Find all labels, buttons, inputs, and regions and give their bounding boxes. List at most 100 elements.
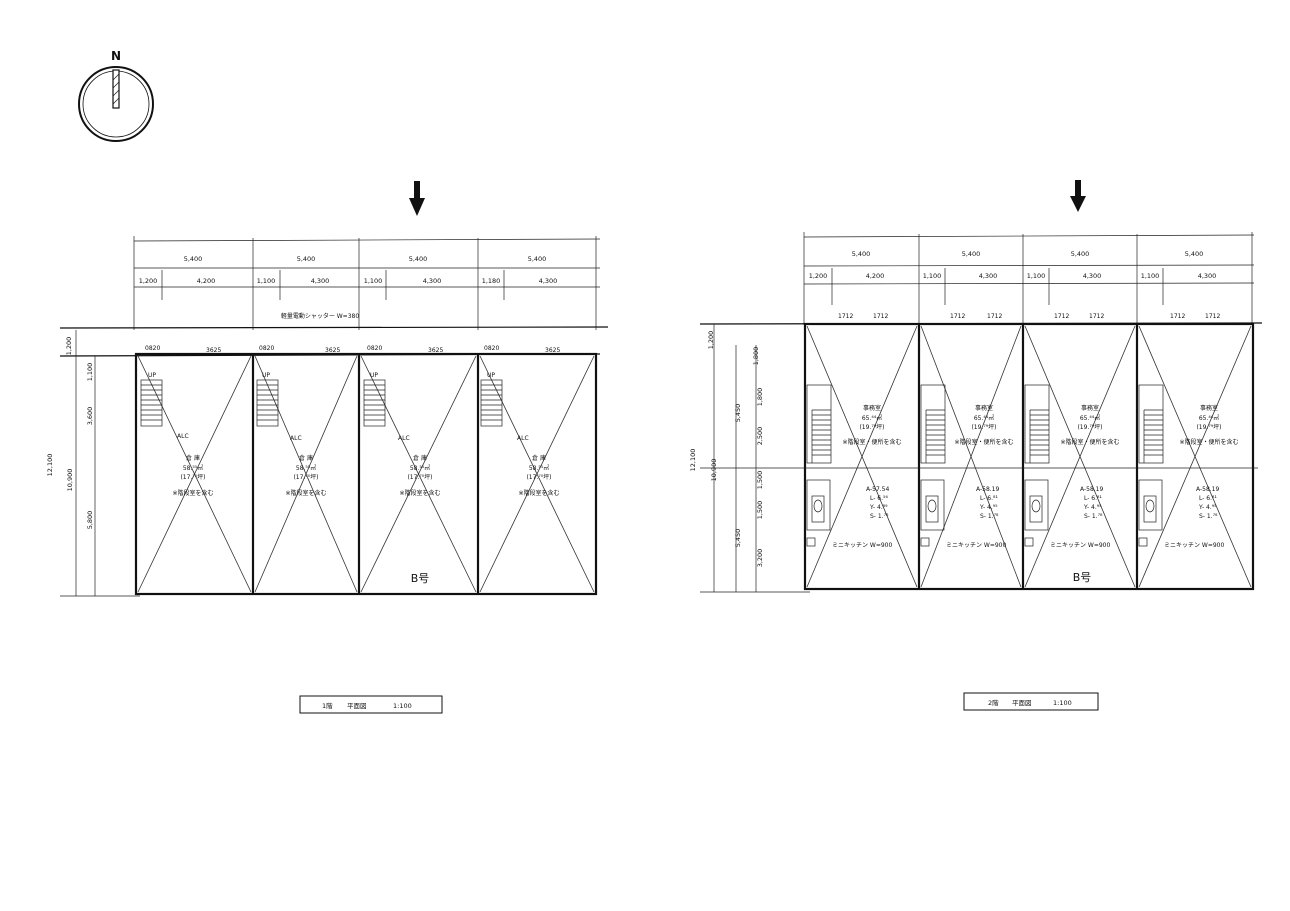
dim-left: 1,800 (756, 388, 764, 407)
dim-left: 1,100 (86, 363, 94, 382)
stair-toilet-3 (1024, 384, 1050, 547)
grid-1712: 1712 (1054, 313, 1069, 320)
grid-1712: 1712 (1170, 313, 1185, 320)
alc-label: ALC (177, 433, 189, 440)
dim-sub: 1,200 (809, 272, 828, 280)
dim-left-total: 12,100 (46, 454, 54, 477)
svg-text:A-58.19: A-58.19 (1080, 486, 1103, 493)
grid-1712: 1712 (838, 313, 853, 320)
svg-text:S- 1.⁷⁸: S- 1.⁷⁸ (980, 513, 999, 520)
svg-text:ミニキッチン W=900: ミニキッチン W=900 (1050, 542, 1111, 549)
grid-1712: 1712 (1089, 313, 1104, 320)
door-label: 0820 (367, 345, 382, 352)
room-label-3: 事務室 65.⁴⁴㎡ (19.⁷⁹坪) ※階段室・便所を含む A-58.19 L… (1050, 404, 1120, 549)
dim-left: 5,450 (734, 529, 742, 548)
svg-text:(19.⁷⁹坪): (19.⁷⁹坪) (971, 423, 996, 431)
room-label-2: 倉 庫 58.⁵⁵㎡ (17.⁷⁰坪) ※階段室を含む (285, 454, 326, 497)
dim-sub: 1,200 (139, 277, 158, 285)
svg-text:58.⁵⁵㎡: 58.⁵⁵㎡ (183, 464, 203, 472)
north-compass: N (78, 49, 154, 142)
dim-left: 5,450 (734, 404, 742, 423)
dim-top-3: 5,400 (409, 255, 428, 263)
svg-text:(19.⁷⁹坪): (19.⁷⁹坪) (859, 423, 884, 431)
dim-left: 2,500 (756, 427, 764, 446)
floor2-title-box: 2階 平面図 1:100 (963, 692, 1099, 711)
dim-sub: 1,100 (257, 277, 276, 285)
dim-sub: 4,300 (423, 277, 442, 285)
entrance-arrow-icon (409, 181, 425, 216)
svg-text:(17.⁷⁰坪): (17.⁷⁰坪) (526, 473, 551, 481)
svg-text:65.⁴⁴㎡: 65.⁴⁴㎡ (974, 414, 994, 422)
unit-b-label: B号 (411, 572, 430, 585)
dim-sub: 4,300 (1083, 272, 1102, 280)
svg-text:(19.⁷⁹坪): (19.⁷⁹坪) (1077, 423, 1102, 431)
dim-sub: 4,300 (311, 277, 330, 285)
floor1-plan: 5,400 5,400 5,400 5,400 1,200 4,200 1,10… (46, 236, 609, 714)
stair-toilet-2 (920, 384, 946, 547)
grid-1712: 1712 (950, 313, 965, 320)
svg-text:ミニキッチン W=900: ミニキッチン W=900 (1164, 542, 1225, 549)
floor2-plan: 5,400 5,400 5,400 5,400 1,200 4,200 1,10… (689, 232, 1263, 711)
door-label: 0820 (259, 345, 274, 352)
dim-top-4: 5,400 (528, 255, 547, 263)
svg-text:1:100: 1:100 (1053, 699, 1072, 707)
room-label-4: 事務室 65.⁴⁴㎡ (19.⁷⁹坪) ※階段室・便所を含む A-58.19 L… (1164, 404, 1239, 549)
stair-toilet-4 (1138, 384, 1164, 547)
svg-text:1:100: 1:100 (393, 702, 412, 710)
north-label: N (111, 49, 121, 63)
dim-sub: 1,100 (1141, 272, 1160, 280)
svg-text:1階: 1階 (322, 701, 333, 710)
dim-top-3: 5,400 (1071, 250, 1090, 258)
svg-text:A-58.19: A-58.19 (976, 486, 999, 493)
svg-text:L- 6.⁸¹: L- 6.⁸¹ (1199, 495, 1217, 502)
dim-top-2: 5,400 (297, 255, 316, 263)
alc-label: ALC (398, 435, 410, 442)
svg-text:事務室: 事務室 (1200, 404, 1218, 412)
svg-text:倉 庫: 倉 庫 (186, 454, 200, 462)
dim-left: 1,500 (756, 471, 764, 490)
svg-text:倉 庫: 倉 庫 (532, 454, 546, 462)
dim-left: 1,200 (707, 331, 715, 350)
dim-3625: 3625 (325, 347, 340, 354)
svg-text:58.⁵⁵㎡: 58.⁵⁵㎡ (296, 464, 316, 472)
room-label-4: 倉 庫 58.⁵⁵㎡ (17.⁷⁰坪) ※階段室を含む (518, 454, 559, 497)
svg-text:※階段室・便所を含む: ※階段室・便所を含む (1179, 438, 1238, 446)
svg-text:倉 庫: 倉 庫 (413, 454, 427, 462)
stair-4 (480, 379, 503, 427)
dim-sub: 1,180 (482, 277, 501, 285)
svg-text:(17.⁷⁰坪): (17.⁷⁰坪) (293, 473, 318, 481)
up-label: UP (262, 372, 270, 379)
unit-b-label: B号 (1073, 571, 1092, 584)
up-label: UP (148, 372, 156, 379)
dim-sub: 4,300 (1198, 272, 1217, 280)
dim-3625: 3625 (206, 347, 221, 354)
svg-text:平面図: 平面図 (1012, 699, 1032, 707)
svg-text:事務室: 事務室 (975, 404, 993, 412)
svg-text:事務室: 事務室 (1081, 404, 1099, 412)
dim-3625: 3625 (545, 347, 560, 354)
entrance-arrow-icon (1070, 180, 1086, 212)
svg-text:Y- 4.⁹⁵: Y- 4.⁹⁵ (979, 504, 998, 511)
svg-text:Y- 4.⁸⁹: Y- 4.⁸⁹ (869, 504, 888, 511)
alc-label: ALC (517, 435, 529, 442)
up-label: UP (487, 372, 495, 379)
svg-text:ミニキッチン W=900: ミニキッチン W=900 (946, 542, 1007, 549)
grid-1712: 1712 (987, 313, 1002, 320)
svg-text:65.⁴⁴㎡: 65.⁴⁴㎡ (1199, 414, 1219, 422)
room-label-1: 事務室 65.⁴⁴㎡ (19.⁷⁹坪) ※階段室・便所を含む A-57.54 L… (832, 404, 902, 549)
svg-text:65.⁴⁴㎡: 65.⁴⁴㎡ (1080, 414, 1100, 422)
dim-left: 1,200 (65, 337, 73, 356)
room-label-3: 倉 庫 58.⁵⁵㎡ (17.⁷⁰坪) ※階段室を含む (399, 454, 440, 497)
svg-text:A-57.54: A-57.54 (866, 486, 889, 493)
dim-3625: 3625 (428, 347, 443, 354)
svg-text:L- 6.⁵⁶: L- 6.⁵⁶ (870, 495, 888, 502)
svg-text:L- 6.⁸¹: L- 6.⁸¹ (980, 495, 998, 502)
door-label: 0820 (484, 345, 499, 352)
svg-text:※階段室・便所を含む: ※階段室・便所を含む (1060, 438, 1119, 446)
dim-left: 5,800 (86, 511, 94, 530)
dim-left-total: 12,100 (689, 449, 697, 472)
svg-text:Y- 4.⁹⁵: Y- 4.⁹⁵ (1083, 504, 1102, 511)
svg-text:58.⁵⁵㎡: 58.⁵⁵㎡ (529, 464, 549, 472)
dim-top-1: 5,400 (184, 255, 203, 263)
